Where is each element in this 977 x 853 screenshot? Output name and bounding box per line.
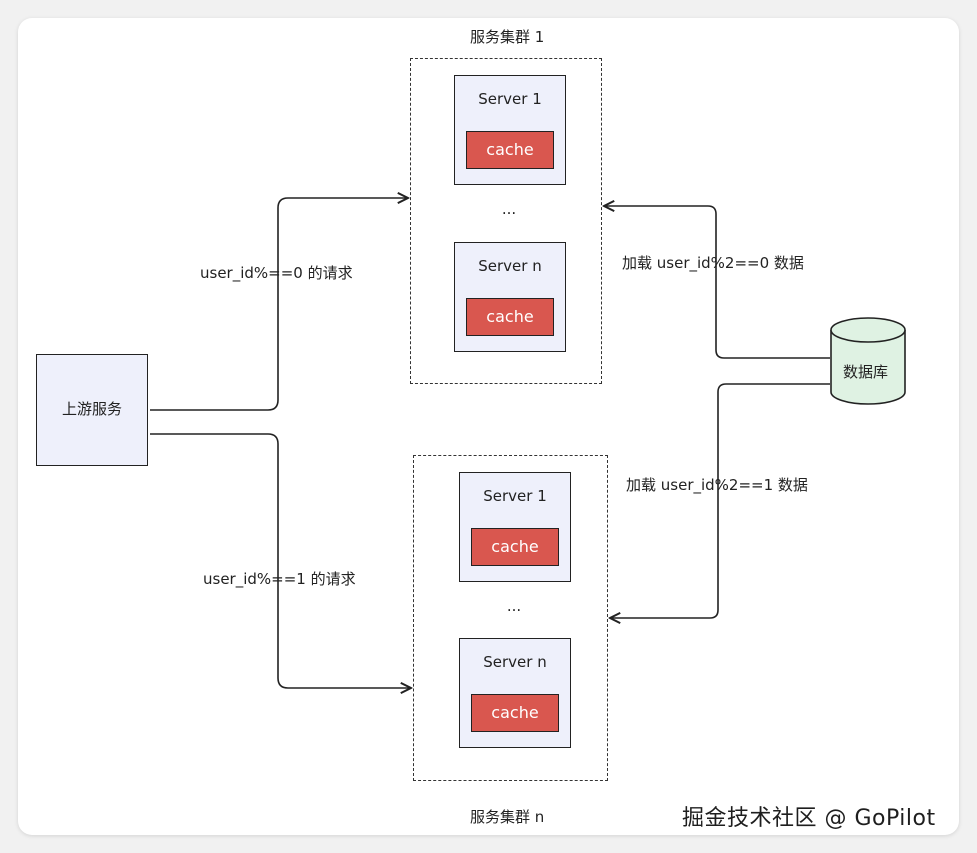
edge-label-load-even: 加载 user_id%2==0 数据: [622, 254, 804, 272]
database-label: 数据库: [843, 363, 889, 381]
cache-box: cache: [466, 131, 554, 169]
watermark: 掘金技术社区 @ GoPilot: [682, 806, 936, 831]
cluster-n-ellipsis: ...: [506, 597, 522, 615]
edge-db-to-cluster-n: [610, 383, 830, 618]
database-cylinder-icon: [830, 317, 906, 405]
cluster-n: [413, 455, 608, 781]
edge-upstream-to-cluster-1: [150, 198, 408, 411]
cache-box: cache: [466, 298, 554, 336]
cluster-n-server-n: Server n cache: [459, 638, 571, 748]
cluster-1-title: 服务集群 1: [470, 28, 545, 46]
edge-label-load-odd: 加载 user_id%2==1 数据: [626, 476, 808, 494]
server-name: Server n: [478, 257, 542, 275]
cluster-1-ellipsis: ...: [501, 200, 517, 218]
edge-label-req-odd: user_id%==1 的请求: [203, 570, 356, 588]
cache-box: cache: [471, 694, 559, 732]
server-name: Server n: [483, 653, 547, 671]
cluster-1-server-1: Server 1 cache: [454, 75, 566, 185]
cluster-1: [410, 58, 602, 384]
cluster-n-server-1: Server 1 cache: [459, 472, 571, 582]
edge-db-to-cluster-1: [604, 206, 830, 359]
cluster-n-title: 服务集群 n: [470, 808, 545, 826]
upstream-service-box: 上游服务: [36, 354, 148, 466]
edge-upstream-to-cluster-n: [150, 433, 411, 688]
cluster-1-server-n: Server n cache: [454, 242, 566, 352]
server-name: Server 1: [478, 90, 542, 108]
edge-label-req-even: user_id%==0 的请求: [200, 264, 353, 282]
cache-box: cache: [471, 528, 559, 566]
server-name: Server 1: [483, 487, 547, 505]
